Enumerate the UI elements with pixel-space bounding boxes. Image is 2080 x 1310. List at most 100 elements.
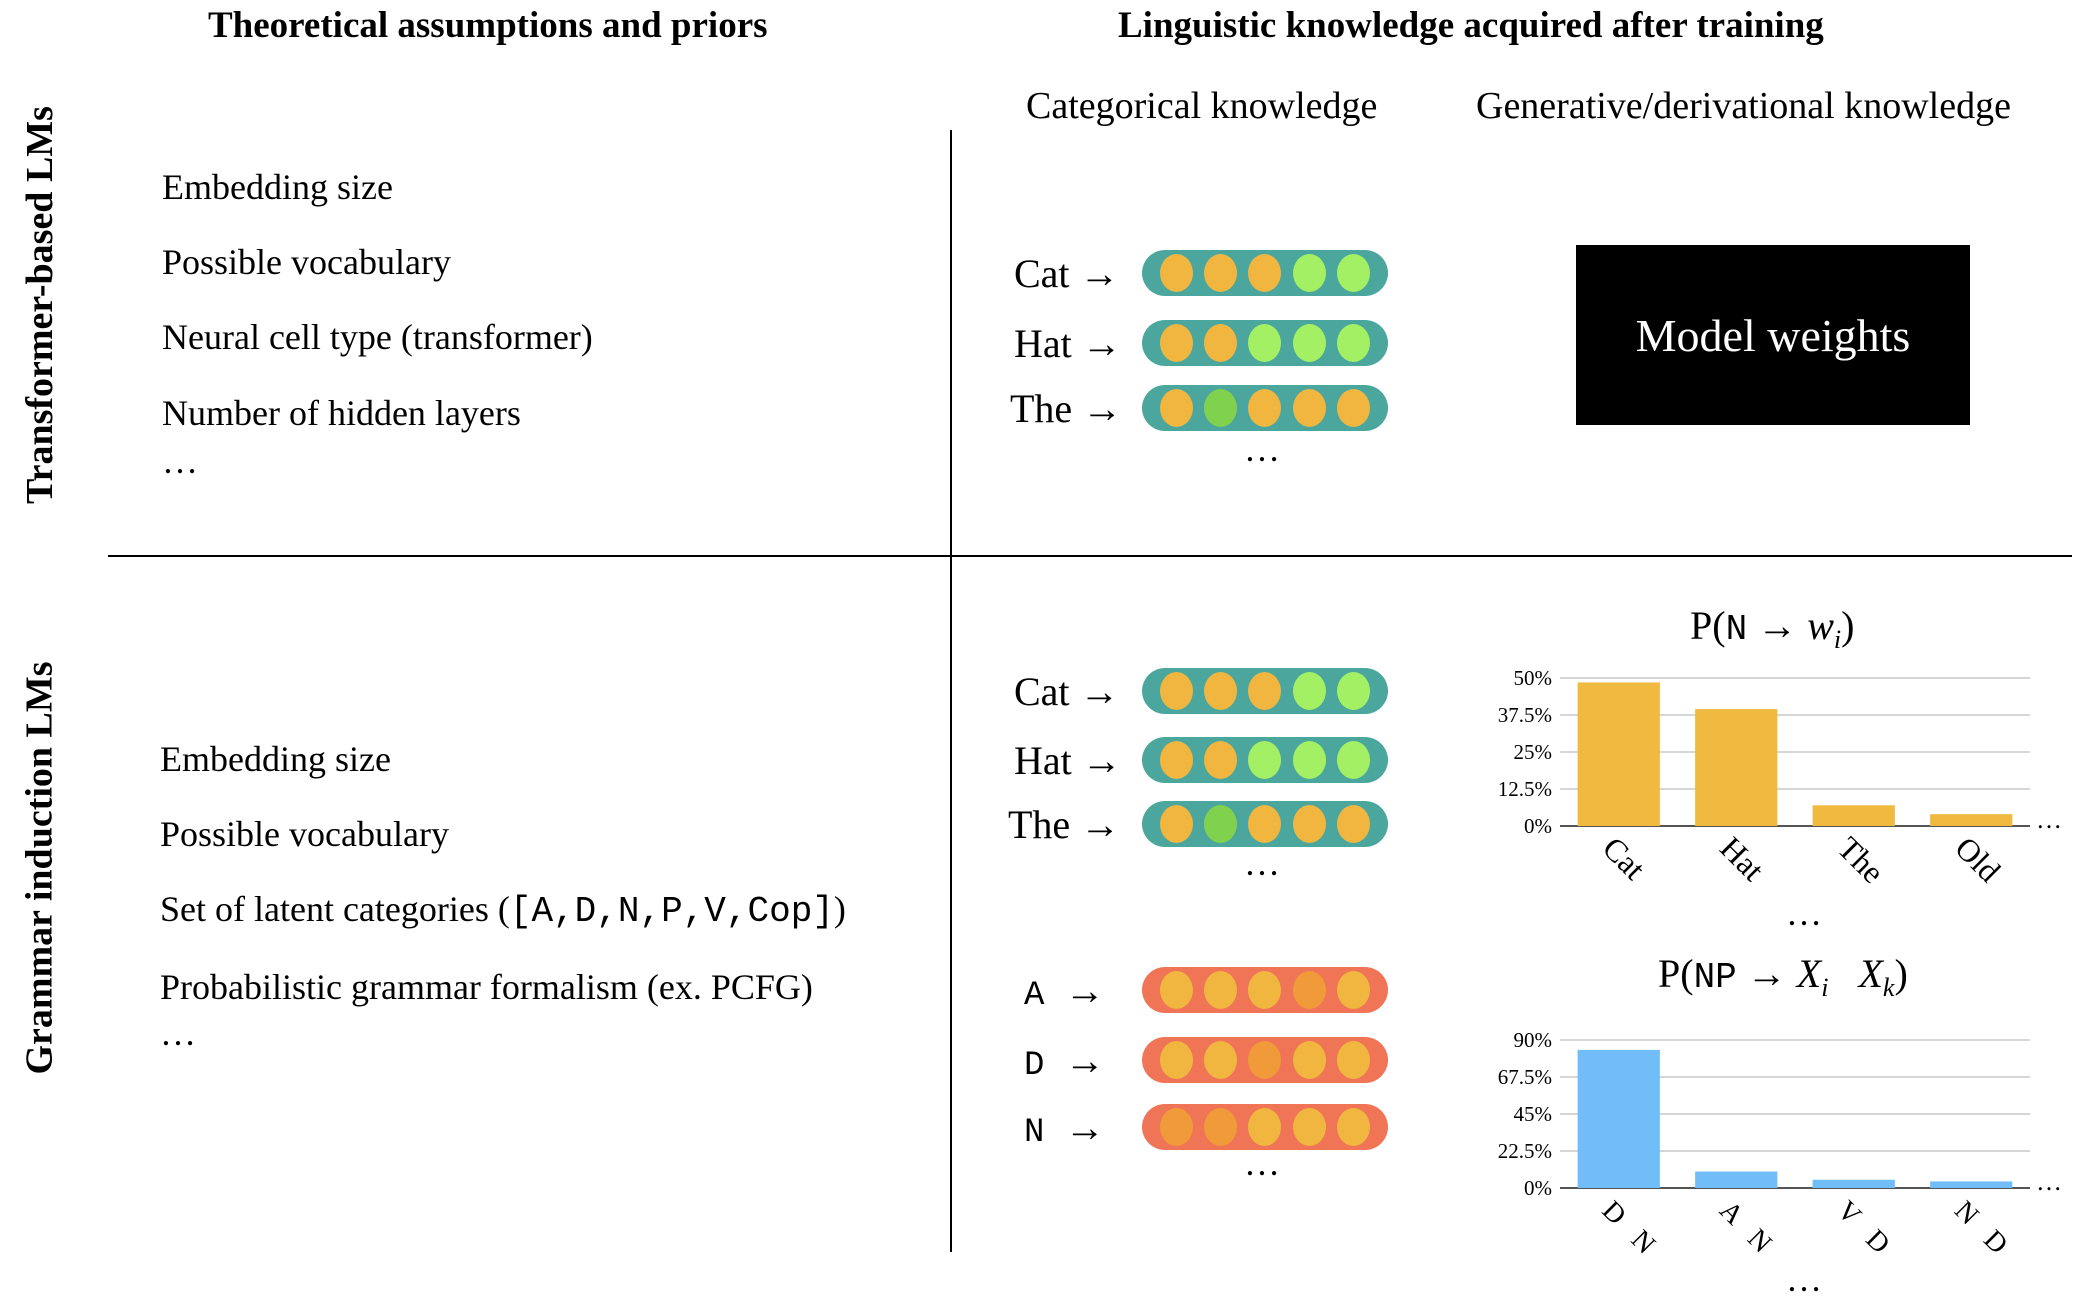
- arrow-icon: →: [1079, 669, 1120, 714]
- bar: [1577, 1049, 1660, 1188]
- arrow-icon: →: [1080, 802, 1121, 847]
- right-column-header: Linguistic knowledge acquired after trai…: [1118, 5, 1824, 46]
- y-tick-label: 45%: [1514, 1102, 1553, 1126]
- vector-dimension: [1159, 971, 1193, 1009]
- categorical-knowledge-header: Categorical knowledge: [1026, 85, 1378, 127]
- embedding-word: Cat: [1014, 669, 1070, 714]
- top-embedding-ellipsis: …: [1244, 429, 1280, 469]
- grammar-prior-ellipsis: …: [160, 1013, 196, 1053]
- vector-dimension: [1337, 805, 1371, 843]
- embedding-vector: [1142, 801, 1388, 847]
- x-tick-label: A N: [1713, 1195, 1777, 1259]
- arrow-icon: →: [1081, 738, 1122, 783]
- y-tick-label: 67.5%: [1498, 1065, 1552, 1089]
- vertical-divider: [950, 130, 952, 1252]
- vector-dimension: [1248, 971, 1282, 1009]
- vector-dimension: [1204, 971, 1238, 1009]
- trailing-ellipsis: …: [2036, 805, 2062, 834]
- left-column-header: Theoretical assumptions and priors: [208, 5, 768, 46]
- grammar-prior-vocabulary: Possible vocabulary: [160, 814, 449, 854]
- vector-dimension: [1248, 254, 1282, 292]
- embedding-word: The: [1010, 386, 1073, 431]
- vector-dimension: [1204, 741, 1238, 779]
- emission-chart-more: …: [1786, 893, 1822, 933]
- vector-dimension: [1159, 1108, 1193, 1146]
- grammar-row-label: Grammar induction LMs: [19, 661, 61, 1075]
- bar: [1930, 1181, 2013, 1188]
- vector-dimension: [1248, 741, 1282, 779]
- arrow-icon: →: [1064, 968, 1105, 1013]
- vector-dimension: [1248, 1041, 1282, 1079]
- vector-dimension: [1292, 324, 1326, 362]
- rule-chart-title: P(NP → Xi Xk): [1658, 951, 1908, 1002]
- vector-dimension: [1292, 254, 1326, 292]
- vector-dimension: [1248, 324, 1282, 362]
- arrow-icon: →: [1082, 386, 1123, 431]
- bar: [1695, 709, 1778, 826]
- x-tick-label: V D: [1831, 1195, 1896, 1260]
- trailing-ellipsis: …: [2036, 1167, 2062, 1196]
- vector-dimension: [1204, 1041, 1238, 1079]
- embedding-vector: [1142, 250, 1388, 296]
- x-tick-label: Hat: [1713, 829, 1771, 887]
- grammar-prior-latent-categories: Set of latent categories ([A,D,N,P,V,Cop…: [160, 888, 846, 932]
- y-tick-label: 0%: [1524, 1176, 1552, 1200]
- transformer-prior-ellipsis: …: [162, 441, 198, 481]
- bar: [1695, 1171, 1778, 1188]
- x-tick-label: Old: [1948, 829, 2007, 888]
- category-symbol: N: [1024, 1114, 1045, 1152]
- category-vector: [1142, 1104, 1388, 1150]
- vector-dimension: [1292, 971, 1326, 1009]
- latent-categories-list: [A,D,N,P,V,Cop]: [509, 891, 834, 932]
- vector-dimension: [1292, 741, 1326, 779]
- x-tick-label: Cat: [1596, 829, 1653, 886]
- embedding-word: Cat: [1014, 251, 1070, 296]
- category-vector: [1142, 967, 1388, 1013]
- y-tick-label: 0%: [1524, 814, 1552, 838]
- vector-dimension: [1292, 1041, 1326, 1079]
- vector-dimension: [1292, 672, 1326, 710]
- vector-dimension: [1337, 672, 1371, 710]
- y-tick-label: 90%: [1514, 1028, 1553, 1052]
- transformer-prior-hidden-layers: Number of hidden layers: [162, 393, 521, 433]
- category-symbol: A: [1024, 977, 1045, 1015]
- embedding-vector: [1142, 320, 1388, 366]
- model-weights-box: Model weights: [1576, 245, 1970, 425]
- vector-dimension: [1204, 324, 1238, 362]
- embedding-word: Hat: [1014, 738, 1072, 783]
- category-symbol: D: [1024, 1047, 1045, 1085]
- y-tick-label: 50%: [1514, 666, 1553, 690]
- latent-categories-suffix: ): [833, 889, 846, 929]
- y-tick-label: 12.5%: [1498, 777, 1552, 801]
- vector-dimension: [1159, 805, 1193, 843]
- rule-chart-more: …: [1786, 1259, 1822, 1299]
- vector-dimension: [1337, 1041, 1371, 1079]
- vector-dimension: [1159, 324, 1193, 362]
- vector-dimension: [1248, 389, 1282, 427]
- vector-dimension: [1292, 389, 1326, 427]
- arrow-icon: →: [1081, 321, 1122, 366]
- category-embedding-ellipsis: …: [1244, 1143, 1280, 1183]
- transformer-prior-embedding-size: Embedding size: [162, 167, 393, 207]
- y-tick-label: 37.5%: [1498, 703, 1552, 727]
- vector-dimension: [1248, 805, 1282, 843]
- vector-dimension: [1337, 389, 1371, 427]
- bar: [1812, 805, 1895, 826]
- vector-dimension: [1248, 1108, 1282, 1146]
- grammar-prior-embedding-size: Embedding size: [160, 739, 391, 779]
- vector-dimension: [1337, 741, 1371, 779]
- emission-chart-title: P(N → wi): [1690, 603, 1855, 654]
- vector-dimension: [1159, 254, 1193, 292]
- transformer-prior-cell-type: Neural cell type (transformer): [162, 317, 593, 357]
- transformer-row-label: Transformer-based LMs: [18, 106, 61, 504]
- vector-dimension: [1204, 805, 1238, 843]
- x-tick-label: N D: [1948, 1195, 2013, 1260]
- vector-dimension: [1204, 672, 1238, 710]
- bottom-word-embedding-ellipsis: …: [1244, 843, 1280, 883]
- horizontal-divider: [108, 555, 2072, 557]
- x-tick-label: The: [1831, 829, 1892, 890]
- arrow-icon: →: [1064, 1038, 1105, 1083]
